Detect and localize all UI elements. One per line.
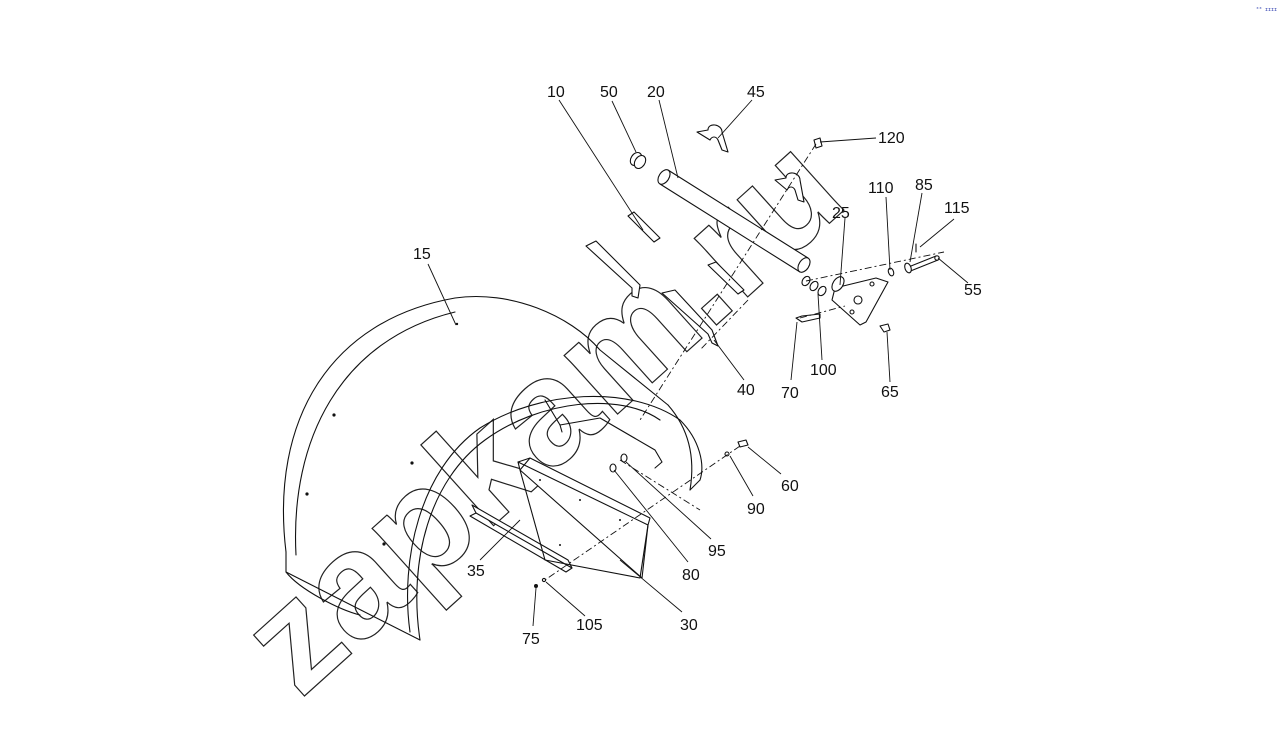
plate-hole — [539, 479, 541, 481]
label-55: 55 — [964, 282, 982, 299]
label-115: 115 — [944, 200, 970, 217]
corner-mark: ⁰⁰ ɪɪɪɪ — [1256, 7, 1277, 13]
pin-55 — [904, 255, 940, 274]
flange-25 — [831, 276, 889, 326]
fender-rivet — [332, 413, 336, 417]
label-40: 40 — [737, 382, 755, 399]
label-45: 45 — [747, 84, 765, 101]
tube-20 — [657, 169, 811, 273]
label-110: 110 — [868, 180, 894, 197]
bracket-40-a — [585, 240, 641, 299]
plate-hole — [579, 499, 581, 501]
label-75: 75 — [522, 631, 540, 648]
inner-bracket — [544, 399, 663, 469]
label-35: 35 — [467, 563, 485, 580]
label-15: 15 — [413, 246, 431, 263]
washer-110 — [887, 267, 895, 277]
clamp-45-upper — [696, 124, 729, 153]
label-120: 120 — [878, 130, 905, 147]
label-100: 100 — [810, 362, 837, 379]
plate-hole — [559, 544, 561, 546]
label-105: 105 — [576, 617, 603, 634]
fender-rivet — [455, 322, 459, 326]
bolt-60 — [737, 439, 749, 448]
label-90: 90 — [747, 501, 765, 518]
flap-plate-30 — [517, 457, 651, 579]
nut-75 — [534, 584, 538, 588]
pin-120 — [813, 137, 823, 149]
label-20: 20 — [647, 84, 665, 101]
label-60: 60 — [781, 478, 799, 495]
hinge-strip-35 — [469, 504, 573, 573]
fender-rivet — [305, 492, 309, 496]
fender-shell-15 — [282, 296, 703, 641]
label-95: 95 — [708, 543, 726, 560]
end-cap-50 — [629, 151, 647, 170]
washer-90 — [724, 451, 730, 457]
label-30: 30 — [680, 617, 698, 634]
label-50: 50 — [600, 84, 618, 101]
bolt-65 — [879, 323, 891, 333]
plate-hole — [619, 519, 621, 521]
bolt-70 — [795, 313, 821, 323]
label-80: 80 — [682, 567, 700, 584]
clamp-45-lower — [774, 172, 805, 203]
part-labels: 10 50 20 45 120 110 85 115 25 55 15 40 7… — [413, 84, 982, 648]
label-70: 70 — [781, 385, 799, 402]
label-85: 85 — [915, 177, 933, 194]
label-65: 65 — [881, 384, 899, 401]
leader-lines — [427, 99, 969, 627]
label-10: 10 — [547, 84, 565, 101]
fender-rivet — [410, 461, 414, 465]
bracket-40-c — [707, 261, 745, 295]
watermark: zapkam.ru — [208, 102, 873, 725]
watermark-text: zapkam.ru — [209, 102, 873, 723]
label-25: 25 — [832, 205, 850, 222]
fender-rivet — [382, 542, 386, 546]
